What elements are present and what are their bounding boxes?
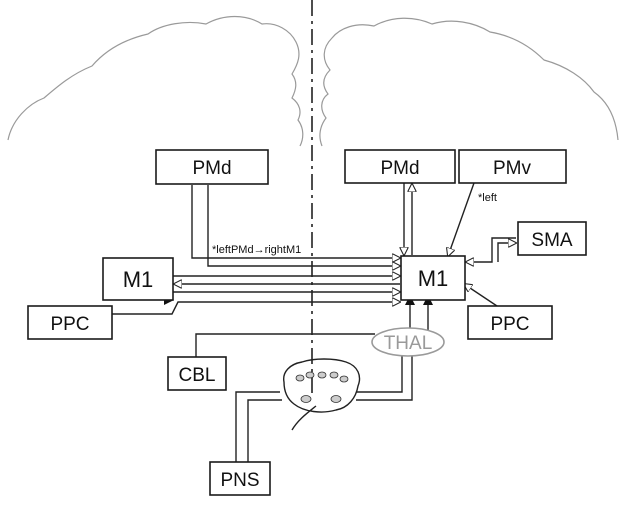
thal-ellipse — [371, 327, 445, 357]
pns-box — [209, 461, 271, 496]
line-cbl-to-thal — [195, 333, 375, 357]
pmd-right-box — [344, 149, 456, 184]
pmd-left-label: PMd — [192, 158, 231, 179]
line-left-pmd-to-right-m1-b — [207, 185, 400, 266]
line-left-ppc-to-right-m1 — [112, 302, 400, 315]
line-pns-ascending-a — [235, 391, 280, 462]
pmv-box — [458, 149, 567, 184]
spinal-cord-outline — [283, 358, 361, 413]
sma-label: SMA — [531, 230, 573, 251]
cord-gray-matter-4 — [329, 371, 339, 379]
pns-node: PNS — [209, 461, 271, 496]
cord-gray-matter-6 — [300, 395, 312, 403]
ppc-right-node: PPC — [467, 305, 553, 340]
ppc-left-label: PPC — [50, 314, 89, 335]
line-cord-to-thal-a — [356, 355, 403, 393]
annotation-left-pmd-to-right-m1: *leftPMd→rightM1 — [212, 244, 301, 256]
pmv-node: PMv — [458, 149, 567, 184]
thal-node: THAL — [371, 327, 445, 357]
cbl-node: CBL — [167, 356, 227, 391]
pns-label: PNS — [220, 470, 259, 491]
connections — [112, 182, 516, 462]
m1-right-node: M1 — [400, 255, 466, 301]
pmv-label: PMv — [493, 158, 532, 179]
cord-gray-matter-3 — [317, 371, 327, 379]
cord-gray-matter-1 — [295, 374, 305, 382]
pmd-right-node: PMd — [344, 149, 456, 184]
line-right-ppc-to-m1 — [464, 284, 501, 309]
line-pmv-to-m1 — [448, 182, 475, 256]
cord-gray-matter-7 — [330, 395, 342, 403]
cord-gray-matter-5 — [339, 375, 349, 383]
pmd-left-node: PMd — [155, 149, 269, 185]
line-pns-ascending-b — [247, 399, 282, 462]
line-cord-to-thal-b — [356, 355, 413, 401]
cbl-box — [167, 356, 227, 391]
m1-left-label: M1 — [123, 267, 154, 292]
pmd-left-box — [155, 149, 269, 185]
left-hemisphere-outline — [7, 15, 304, 147]
line-sma-to-m1 — [466, 237, 516, 262]
cord-nerve-root — [291, 405, 317, 431]
right-hemisphere-outline — [319, 17, 619, 147]
m1-right-box — [400, 255, 466, 301]
ppc-left-node: PPC — [27, 305, 113, 340]
thal-label: THAL — [384, 333, 433, 354]
m1-right-label: M1 — [418, 266, 449, 291]
cbl-label: CBL — [179, 365, 216, 386]
annotation-pmv-left: *left — [478, 192, 497, 204]
spinal-cord-section — [283, 358, 361, 431]
m1-left-box — [102, 257, 174, 301]
m1-left-node: M1 — [102, 257, 174, 301]
line-left-pmd-to-right-m1-a — [191, 185, 400, 258]
cord-gray-matter-2 — [305, 371, 315, 379]
sma-box — [517, 221, 587, 256]
ppc-left-box — [27, 305, 113, 340]
ppc-right-box — [467, 305, 553, 340]
brain-outline — [7, 15, 619, 147]
pmd-right-label: PMd — [380, 158, 419, 179]
line-m1-to-sma — [497, 243, 516, 262]
ppc-right-label: PPC — [490, 314, 529, 335]
sma-node: SMA — [517, 221, 587, 256]
